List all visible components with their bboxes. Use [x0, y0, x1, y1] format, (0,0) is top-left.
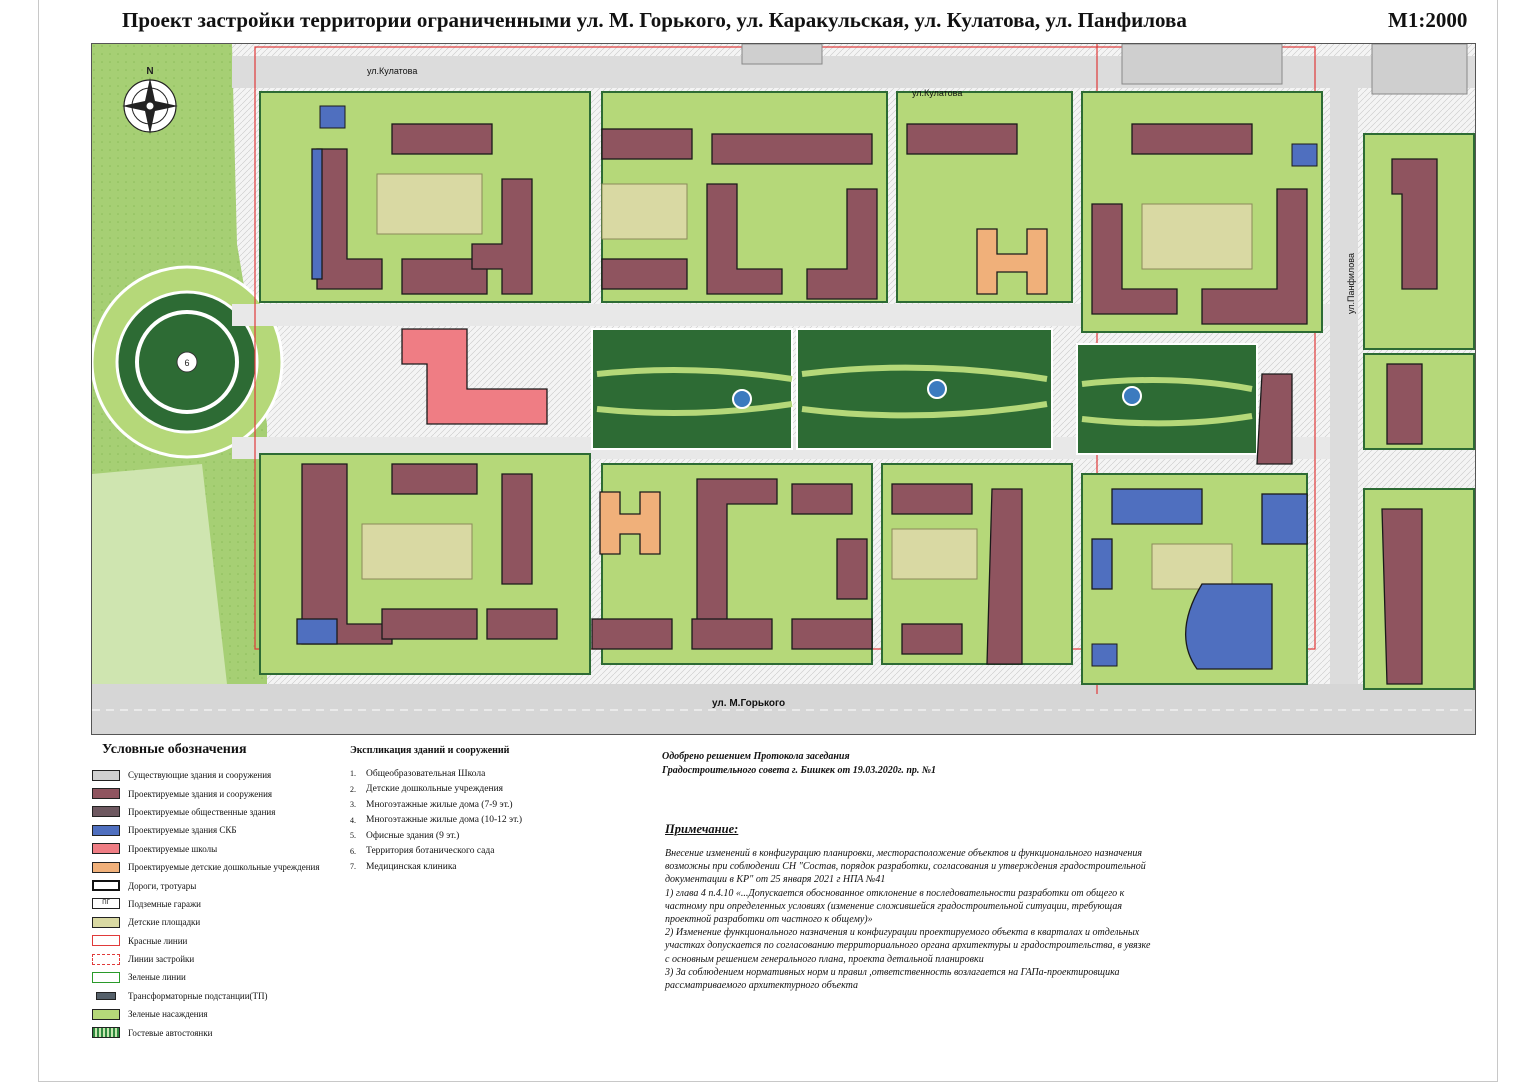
- kulatova-road: [232, 56, 1475, 88]
- kindergarten-swatch-icon: [92, 861, 120, 873]
- note-paragraph: 1) глава 4 п.4.10 «...Допускается обосно…: [665, 887, 1125, 926]
- street-label-kulatova-left: ул.Кулатова: [367, 66, 417, 76]
- site-plan-svg: 6: [92, 44, 1475, 734]
- legend-title: Условные обозначения: [102, 742, 247, 757]
- red-line-swatch-icon: [92, 935, 120, 947]
- explication-item: 5.Офисные здания (9 эт.): [350, 830, 460, 841]
- substation-swatch-icon: [96, 991, 116, 1000]
- existing-building-swatch-icon: [92, 769, 120, 781]
- approval-stamp: Одобрено решением Протокола заседания Гр…: [662, 750, 936, 778]
- svg-text:N: N: [146, 66, 153, 77]
- kindergarten-building-north: [976, 228, 1048, 295]
- clinic-building-west: [319, 105, 346, 129]
- greenery-swatch-icon: [92, 1008, 120, 1020]
- legend-item-substations: Трансформаторные подстанции(ТП): [92, 987, 342, 1005]
- skb-buildings: [296, 148, 1308, 670]
- office-building-small: [1091, 643, 1118, 667]
- school-building: [401, 328, 548, 425]
- building-line-swatch-icon: [92, 953, 120, 965]
- garage-swatch-icon: ПГ: [92, 898, 120, 910]
- panfilova-road: [1330, 88, 1358, 684]
- note-paragraph: 2) Изменение функционального назначения …: [665, 927, 1151, 965]
- approval-line-2: Градостроительного совета г. Бишкек от 1…: [662, 765, 937, 776]
- skb-building-swatch-icon: [92, 824, 120, 836]
- central-park: [591, 328, 1258, 455]
- drawing-title: Проект застройки территории ограниченным…: [122, 8, 1187, 32]
- legend-item-red-lines: Красные линии: [92, 932, 342, 950]
- street-label-gorkogo: ул. М.Горького: [712, 698, 785, 709]
- legend-item-proposed: Проектируемые здания и сооружения: [92, 784, 342, 802]
- scale-label: М1:2000: [1388, 8, 1468, 32]
- legend-item-building-lines: Линии застройки: [92, 950, 342, 968]
- legend-item-kindergarten: Проектируемые детские дошкольные учрежде…: [92, 858, 342, 876]
- green-line-swatch-icon: [92, 971, 120, 983]
- legend-item-greenery: Зеленые насаждения: [92, 1005, 342, 1023]
- approval-line-1: Одобрено решением Протокола заседания: [662, 751, 850, 762]
- legend-item-existing: Существующие здания и сооружения: [92, 766, 342, 784]
- clinic-building-east: [1291, 143, 1318, 167]
- legend-item-public: Проектируемые общественные здания: [92, 803, 342, 821]
- legend-item-roads: Дороги, тротуары: [92, 876, 342, 894]
- explication-title: Экспликация зданий и сооружений: [350, 745, 510, 756]
- school-swatch-icon: [92, 843, 120, 855]
- proposed-building-swatch-icon: [92, 788, 120, 800]
- legend-item-parking: Гостевые автостоянки: [92, 1023, 342, 1041]
- legend-item-green-lines: Зеленые линии: [92, 968, 342, 986]
- existing-buildings: [741, 44, 1468, 95]
- explication-item: 4.Многоэтажные жилые дома (10-12 эт.): [350, 815, 523, 826]
- legend-panel: Условные обозначения Существующие здания…: [92, 742, 342, 1042]
- site-plan-map[interactable]: 6: [91, 43, 1476, 735]
- playground-swatch-icon: [92, 916, 120, 928]
- legend-item-school: Проектируемые школы: [92, 840, 342, 858]
- note-panel: Примечание: Внесение изменений в конфигу…: [665, 822, 1155, 992]
- explication-item: 2.Детские дошкольные учреждения: [350, 784, 504, 795]
- public-building-swatch-icon: [92, 806, 120, 818]
- street-label-kulatova-right: ул.Кулатова: [912, 88, 962, 98]
- legend-item-skb: Проектируемые здания СКБ: [92, 821, 342, 839]
- note-heading: Примечание:: [665, 822, 739, 836]
- residential-buildings: [301, 123, 1438, 685]
- playgrounds: [361, 173, 1253, 590]
- legend-item-playgrounds: Детские площадки: [92, 913, 342, 931]
- explication-item: 3.Многоэтажные жилые дома (7-9 эт.): [350, 799, 513, 810]
- road-swatch-icon: [92, 880, 120, 892]
- explication-item: 6.Территория ботанического сада: [350, 846, 495, 857]
- street-label-panfilova: ул.Панфилова: [1346, 253, 1356, 314]
- note-paragraph: 3) За соблюдением нормативных норм и пра…: [665, 966, 1120, 992]
- parking-swatch-icon: [92, 1027, 120, 1039]
- svg-text:6: 6: [184, 358, 189, 368]
- explication-panel: Экспликация зданий и сооружений 1.Общеоб…: [350, 745, 580, 875]
- note-paragraph: Внесение изменений в конфигурацию планир…: [665, 848, 1146, 886]
- north-compass-icon: N: [122, 66, 178, 134]
- garden-meadow: [92, 464, 227, 684]
- gorkogo-road: [92, 684, 1475, 734]
- drawing-sheet: [38, 0, 1498, 1082]
- botanical-garden-rosette: 6: [92, 265, 284, 459]
- kindergarten-building-south: [599, 491, 661, 555]
- explication-item: 1.Общеобразовательная Школа: [350, 768, 486, 779]
- explication-item: 7.Медицинская клиника: [350, 861, 457, 872]
